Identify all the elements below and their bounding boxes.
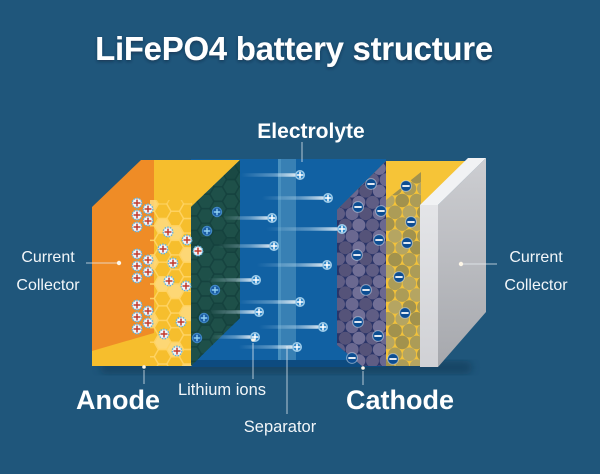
lithium-ion-red-plus [142,215,154,227]
minus-ion [346,352,358,364]
lithium-ion-red-plus [157,243,169,255]
lithium-ions-label: Lithium ions [178,381,266,399]
minus-ion [372,330,384,342]
lithium-ion-red-plus [131,299,143,311]
cathode-leader-dot [361,366,365,370]
minus-ion [401,237,413,249]
separator-layer [278,159,296,360]
lithium-ion-dark-plus [201,225,213,237]
lithium-ion-plus [222,212,278,223]
lithium-ion-plus [218,240,280,251]
lithium-ion-red-plus [131,209,143,221]
lithium-ion-red-plus [131,248,143,260]
electrolyte-label: Electrolyte [257,120,364,143]
lithium-ion-red-plus [171,345,183,357]
minus-ion [373,234,385,246]
anode-hex-pattern [150,200,192,366]
current-collector-left-leader-dot [116,260,122,266]
lithium-ion-red-plus [142,254,154,266]
minus-ion [351,249,363,261]
separator-edge-highlight [278,159,281,360]
lithium-ion-plus [259,322,329,333]
lithium-ion-dark-plus [211,206,223,218]
electrolyte-lithium-ions [208,169,348,353]
lithium-ion-red-plus [131,272,143,284]
lithium-ion-red-plus [131,260,143,272]
page-title: LiFePO4 battery structure [95,30,493,67]
current-collector-right-leader-dot [458,261,464,267]
current-collector-left-label-line1: Current [21,249,75,266]
lithium-ion-plus [262,192,334,203]
cathode-shaded-minus-ions [346,178,387,364]
collector-front-face [420,205,438,367]
minus-ion [393,271,405,283]
lithium-ion-dark-plus [209,284,221,296]
lithium-ion-red-plus [131,311,143,323]
lithium-ion-red-plus [142,305,154,317]
lithium-ion-red-plus [142,203,154,215]
lithium-ion-red-plus [131,221,143,233]
lithium-ion-plus [208,275,261,286]
lithium-ion-plus [266,223,348,234]
lithium-ion-red-plus [192,245,204,257]
anode-bottom-bevel [92,333,154,366]
cathode-minus-ions [387,180,417,365]
leader-dots [116,260,464,370]
separator-label: Separator [244,418,317,436]
anode-lithium-ions [131,197,204,357]
minus-ion [365,178,377,190]
collector-top-face [420,158,486,205]
lithium-ion-red-plus [142,317,154,329]
minus-ion [387,353,399,365]
minus-ion [400,180,412,192]
minus-ion [352,316,364,328]
minus-ion [375,205,387,217]
lithium-ion-red-plus [158,328,170,340]
lithium-ion-plus [241,169,306,180]
anode-label: Anode [76,385,160,415]
current-collector-left-label-line2: Collector [16,277,80,294]
lithium-ion-plus [238,297,306,308]
lithium-ion-red-plus [180,280,192,292]
minus-ion [360,284,372,296]
leader-lines [86,142,497,414]
lithium-ion-red-plus [163,275,175,287]
lithium-ion-red-plus [162,226,174,238]
lithium-ion-red-plus [175,316,187,328]
minus-ion [405,216,417,228]
electrolyte-bottom-edge [191,360,386,367]
lithium-ion-dark-plus [198,312,210,324]
anode-leader-dot [142,365,146,369]
anode-side-lithium-ions [191,206,223,344]
lithium-ion-red-plus [142,266,154,278]
lithium-ion-red-plus [131,197,143,209]
minus-ion [399,307,411,319]
minus-ion [352,201,364,213]
current-collector-right-label-line1: Current [509,249,563,266]
lithium-ion-plus [209,307,264,318]
lithium-ion-red-plus [181,234,193,246]
lithium-ion-red-plus [131,323,143,335]
lithium-ion-plus [257,260,333,271]
cathode-label: Cathode [346,385,454,415]
lithium-ions-leader-dot [251,338,255,342]
lithium-ion-red-plus [167,257,179,269]
current-collector-right-label-line2: Collector [504,277,568,294]
lithium-ion-dark-plus [191,332,203,344]
